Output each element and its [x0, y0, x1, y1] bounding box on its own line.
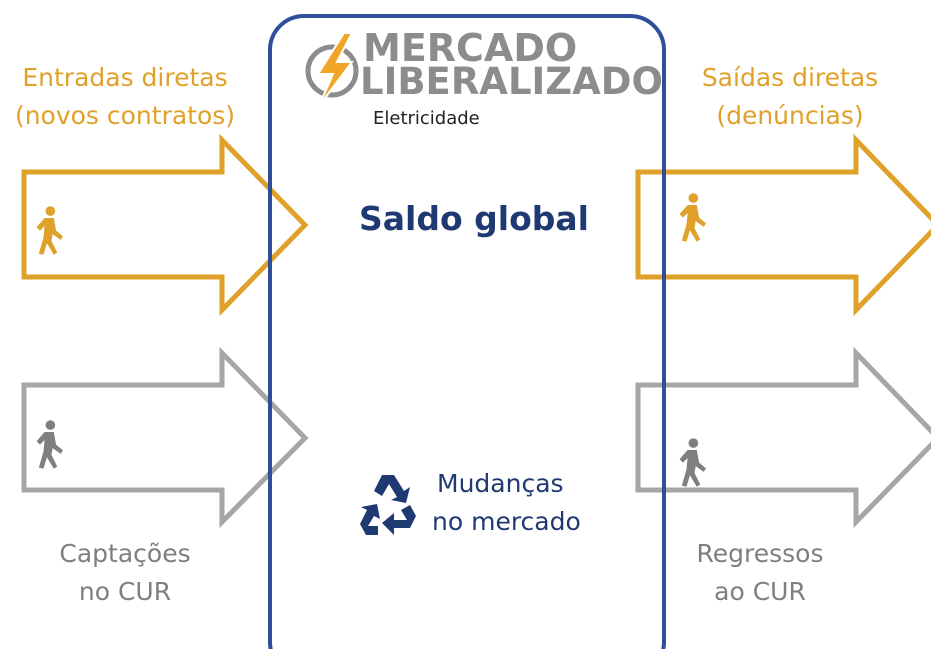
- brand-subtitle: Eletricidade: [373, 108, 480, 129]
- left-top-label-line2: (novos contratos): [14, 101, 236, 130]
- right-top-arrow: [635, 133, 931, 317]
- walking-person-icon: [36, 420, 63, 469]
- brand-title-line1: MERCADO: [363, 26, 578, 70]
- left-bottom-arrow: [21, 346, 309, 529]
- brand-title-line2: LIBERALIZADO: [360, 60, 663, 103]
- walking-person-icon: [36, 206, 63, 255]
- right-bottom-label-line2: ao CUR: [714, 577, 806, 606]
- lightning-bolt-icon: [305, 32, 359, 107]
- recycle-icon: [360, 475, 416, 535]
- right-top-label-line2: (denúncias): [716, 101, 864, 130]
- right-bottom-label-line1: Regressos: [696, 539, 824, 568]
- left-bottom-label-line1: Captações: [59, 539, 191, 568]
- left-top-label-line1: Entradas diretas: [22, 63, 228, 92]
- left-bottom-label-line2: no CUR: [78, 577, 172, 606]
- walking-person-icon: [679, 438, 706, 487]
- left-top-arrow: [21, 133, 309, 317]
- walking-person-icon: [679, 193, 706, 242]
- right-bottom-arrow: [635, 346, 931, 529]
- changes-label-line1: Mudanças: [437, 469, 564, 498]
- center-title: Saldo global: [359, 199, 589, 238]
- right-top-label-line1: Saídas diretas: [701, 63, 879, 92]
- changes-label-line2: no mercado: [432, 507, 581, 536]
- central-box: [268, 14, 666, 649]
